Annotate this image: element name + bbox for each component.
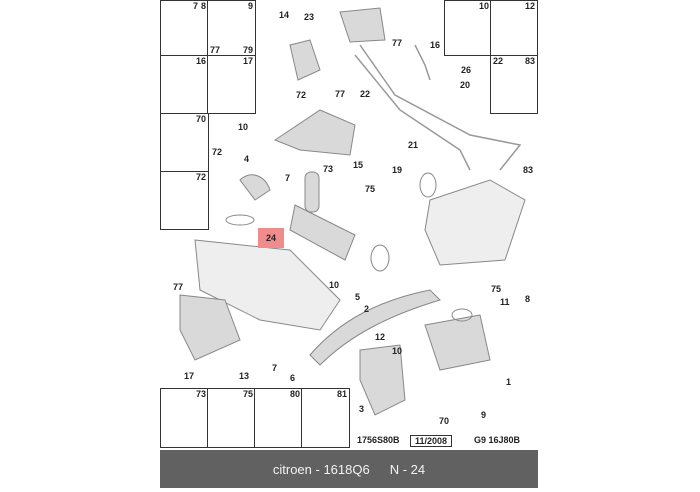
hose-26 — [414, 44, 431, 81]
gasket-part — [370, 244, 390, 272]
date-code: 11/2008 — [410, 435, 453, 447]
mount-part — [359, 344, 406, 416]
footer-bar: citroen - 1618Q6 N - 24 — [160, 450, 538, 488]
ref-code: 1756S80B — [357, 435, 400, 445]
part-box: 16 — [160, 55, 209, 114]
elbow-part — [239, 174, 271, 201]
part-box-number: 22 — [493, 56, 504, 66]
callout-label[interactable]: 75 — [491, 284, 502, 294]
cover-part — [179, 294, 241, 361]
egr-cooler-part — [289, 204, 356, 261]
callout-label[interactable]: 8 — [525, 294, 531, 304]
part-box: 73 — [160, 388, 209, 448]
callout-label[interactable]: 5 — [355, 292, 361, 302]
callout-label[interactable]: 73 — [323, 164, 334, 174]
lever-part — [289, 39, 321, 81]
part-box-number: 73 — [195, 389, 206, 399]
callout-label[interactable]: 14 — [279, 10, 290, 20]
callout-label[interactable]: 23 — [304, 12, 315, 22]
part-box-number: 83 — [524, 56, 535, 66]
part-box-number: 9 — [247, 1, 253, 11]
part-box-number: 80 — [289, 389, 300, 399]
pipe-20 — [359, 44, 522, 171]
callout-label[interactable]: 16 — [430, 40, 441, 50]
callout-label[interactable]: 83 — [523, 165, 534, 175]
callout-label[interactable]: 75 — [365, 184, 376, 194]
brand-part-number: citroen - 1618Q6 — [272, 461, 370, 477]
part-box-number: 12 — [524, 1, 535, 11]
position-number: N - 24 — [389, 461, 426, 477]
part-box-number: 16 — [195, 56, 206, 66]
part-box-number: 75 — [242, 389, 253, 399]
part-box: 10 — [444, 0, 492, 56]
actuator-part — [339, 7, 386, 43]
egr-valve-part — [424, 314, 491, 371]
callout-label[interactable]: 13 — [239, 371, 250, 381]
part-box-number: 17 — [242, 56, 253, 66]
manifold-part — [194, 239, 341, 331]
callout-label[interactable]: 26 — [461, 65, 472, 75]
callout-label[interactable]: 11 — [500, 297, 510, 307]
callout-label[interactable]: 7 — [285, 173, 291, 183]
callout-label[interactable]: 22 — [360, 89, 371, 99]
callout-label[interactable]: 1 — [506, 377, 512, 387]
gasket-part — [225, 214, 255, 226]
part-box-sub-number: 77 — [210, 45, 221, 55]
part-box: 83 22 — [490, 55, 538, 114]
pipe-21 — [354, 54, 471, 171]
gasket-part — [419, 172, 437, 198]
callout-label[interactable]: 12 — [375, 332, 386, 342]
callout-label[interactable]: 77 — [392, 38, 403, 48]
part-box: 72 — [160, 171, 209, 230]
tube-part — [309, 289, 441, 366]
callout-label[interactable]: 72 — [212, 147, 223, 157]
gasket-part — [451, 308, 473, 322]
callout-label[interactable]: 2 — [364, 304, 370, 314]
model-code: G9 16J80B — [474, 435, 521, 445]
part-box-number: 70 — [195, 114, 206, 124]
callout-label[interactable]: 21 — [408, 140, 419, 150]
highlighted-part-24[interactable]: 24 — [258, 228, 284, 248]
part-box-number: 8 — [200, 1, 206, 11]
callout-label[interactable]: 72 — [296, 90, 307, 100]
part-box: 17 — [207, 55, 256, 114]
part-box-sub-number: 79 — [242, 45, 253, 55]
callout-label[interactable]: 77 — [335, 89, 346, 99]
egr-pipe-part — [304, 171, 320, 213]
part-box: 9 77 79 — [207, 0, 256, 56]
callout-label[interactable]: 20 — [460, 80, 471, 90]
callout-label[interactable]: 3 — [359, 404, 365, 414]
part-box: 75 — [207, 388, 256, 448]
callout-label[interactable]: 6 — [290, 373, 296, 383]
part-box: 81 — [301, 388, 350, 448]
callout-label[interactable]: 17 — [184, 371, 195, 381]
turbo-part — [424, 179, 526, 266]
callout-label[interactable]: 19 — [392, 165, 403, 175]
callout-label[interactable]: 10 — [238, 122, 249, 132]
callout-label[interactable]: 77 — [173, 282, 184, 292]
part-box: 12 — [490, 0, 538, 56]
part-box-number: 10 — [478, 1, 489, 11]
callout-label[interactable]: 70 — [439, 416, 450, 426]
callout-label[interactable]: 4 — [244, 154, 250, 164]
callout-label[interactable]: 15 — [353, 160, 364, 170]
callout-label[interactable]: 10 — [329, 280, 340, 290]
part-box-number: 7 — [192, 1, 198, 11]
part-box: 70 — [160, 113, 209, 172]
part-box-number: 72 — [195, 172, 206, 182]
callout-label[interactable]: 9 — [481, 410, 487, 420]
callout-label[interactable]: 7 — [272, 363, 278, 373]
bracket-part — [273, 109, 356, 156]
callout-label[interactable]: 10 — [392, 346, 403, 356]
part-box-number: 81 — [336, 389, 347, 399]
part-box: 80 — [254, 388, 303, 448]
